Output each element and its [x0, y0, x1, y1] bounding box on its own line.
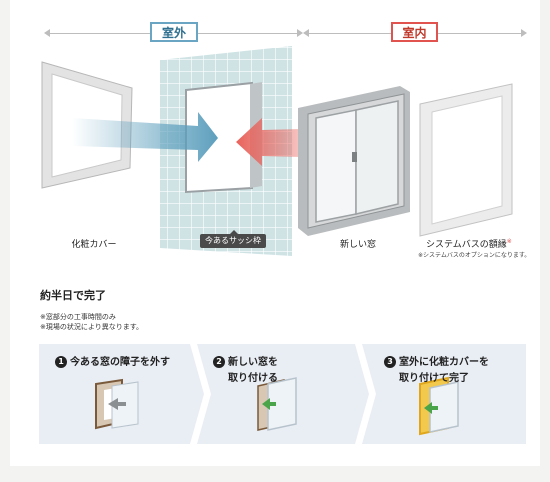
- axis-arrow-left-icon: [44, 29, 50, 37]
- axis-arrow-right2-icon: [521, 29, 527, 37]
- step-1-number: 1: [55, 356, 67, 368]
- existing-sash-tag: 今あるサッシ枠: [200, 234, 266, 248]
- note-work-time: ※窓部分の工事時間のみ: [40, 313, 116, 321]
- indoor-label: 室内: [391, 22, 438, 42]
- cosmetic-cover-caption: 化粧カバー: [71, 240, 117, 250]
- system-bath-label: システムバスの額縁: [426, 240, 507, 250]
- indoor-axis-line: [307, 33, 391, 34]
- step-3-line2: 取り付けて完了: [399, 373, 469, 384]
- axis-arrow-left2-icon: [303, 29, 309, 37]
- system-bath-caption: システムバスの額縁※: [426, 237, 512, 250]
- cover-frame-icon: [419, 376, 459, 436]
- system-bath-note: ※システムバスのオプションになります。: [418, 252, 531, 259]
- outdoor-arrow-icon: [72, 112, 218, 162]
- indoor-axis-line-right: [438, 33, 522, 34]
- remove-sash-icon: [95, 378, 139, 430]
- step-3-line1: 室外に化粧カバーを: [399, 357, 489, 368]
- step-2-line1: 新しい窓を: [228, 357, 278, 368]
- completion-heading: 約半日で完了: [40, 289, 106, 302]
- outdoor-axis-line-right: [198, 33, 297, 34]
- step-3-number: 3: [384, 356, 396, 368]
- new-window-caption: 新しい窓: [339, 240, 376, 250]
- existing-sash-caption: 今あるサッシ枠: [205, 236, 261, 245]
- axis-arrow-right-icon: [297, 29, 303, 37]
- outdoor-label: 室外: [150, 22, 198, 42]
- new-window-icon: [298, 86, 410, 236]
- step-1-line1: 今ある窓の障子を外す: [70, 357, 170, 368]
- existing-sash-tag-pointer-icon: [230, 230, 238, 234]
- system-bath-mark: ※: [506, 238, 512, 245]
- step-2-line2: 取り付ける: [228, 373, 278, 384]
- system-bath-frame-icon: [419, 83, 513, 237]
- outdoor-axis-line: [48, 33, 150, 34]
- install-window-icon: [257, 377, 297, 431]
- installation-illustration: [41, 46, 513, 256]
- note-site-condition: ※現場の状況により異なります。: [40, 323, 144, 331]
- step-2-number: 2: [213, 356, 225, 368]
